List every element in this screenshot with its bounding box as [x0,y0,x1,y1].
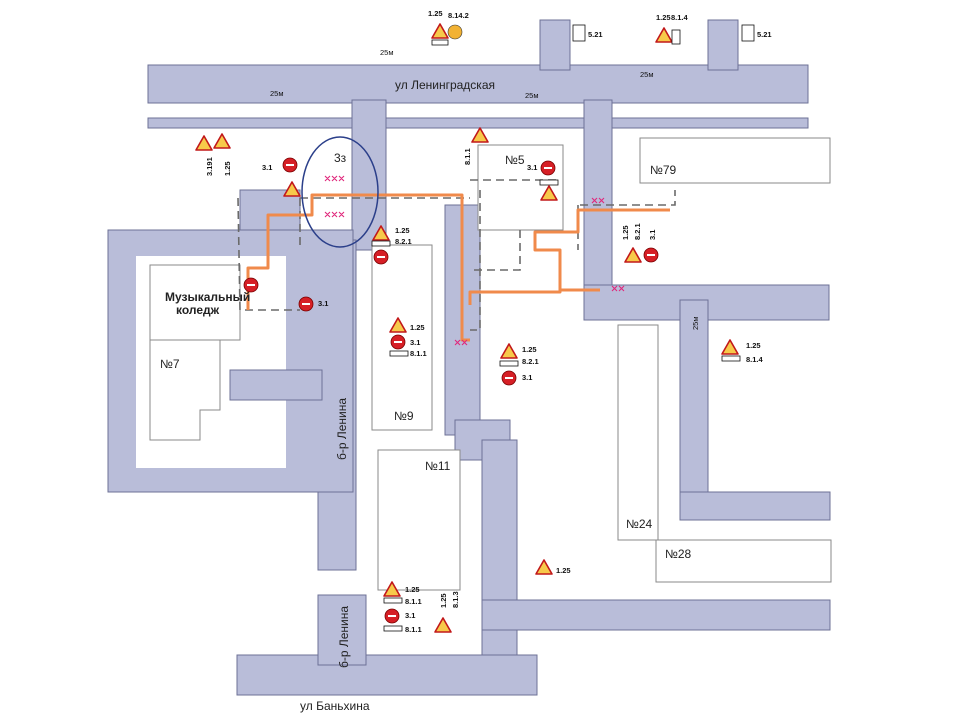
building-24 [617,324,659,541]
building-music-college [149,264,241,341]
building-label-7: №7 [160,357,180,371]
lenina-south-road [317,594,367,666]
sign-label-roadworks-topright: 1.25 [656,13,671,22]
sign-label-811-bl2: 8.1.1 [405,625,422,634]
sign-group-east-79: 1.25 8.2.1 3.1 [621,223,659,263]
east-lower-road [679,491,831,521]
north-stub-right [707,19,739,71]
service-lane [147,117,809,129]
sign-label-31-b5: 3.1 [527,163,537,172]
street-label-leningradskaya: ул Ленинградская [395,78,495,92]
building-label-24: №24 [626,517,653,531]
building-label-79: №79 [650,163,677,177]
sign-group-route-right: 1.25 8.2.1 3.1 [499,343,539,386]
sign-label-31-lenina: 3.1 [318,299,328,308]
sign-label-31-route: 3.1 [522,373,532,382]
north-stub-left [539,19,571,71]
sign-group-above-b5: 8.1.1 [463,127,489,165]
sign-label-821-east: 8.2.1 [633,223,642,240]
sign-label-813: 8.1.3 [451,591,460,608]
works-crossing-marks [324,175,625,346]
building-label-28: №28 [665,547,692,561]
distance-label-vertical: 25м [691,317,700,331]
sign-label-521-top: 5.21 [588,30,603,39]
sign-group-top-center: 1.25 8.14.2 [428,9,469,46]
building-label-college-2: коледж [176,303,220,317]
sign-group-5-21: 5.21 [572,24,603,42]
south-connector [481,599,831,631]
distance-label-mid-left: 25м [270,89,284,98]
sign-label-31-bl: 3.1 [405,611,415,620]
sign-label-8142: 8.14.2 [448,11,469,20]
building-79 [639,137,831,184]
sign-label-roadworks-r814: 1.25 [746,341,761,350]
sign-group-b9-mid: 1.25 3.1 8.1.1 [389,317,427,358]
sign-label-821-b9: 8.2.1 [395,237,412,246]
sign-label-821-route: 8.2.1 [522,357,539,366]
building-28 [655,539,832,583]
sign-label-roadworks-south: 1.25 [556,566,571,575]
building-label-11: №11 [425,459,451,473]
sign-group-b9-top: 1.25 8.2.1 [371,225,412,265]
sign-label-31-college: 3.1 [262,163,272,172]
sign-group-college-left [243,277,259,293]
works-route [246,193,670,342]
sign-label-roadworks-east: 1.25 [621,225,630,240]
distance-label-top-right: 25м [640,70,654,79]
sign-label-811-bl: 8.1.1 [405,597,422,606]
buildings [149,137,832,591]
sign-group-south-connector: 1.25 [535,559,571,575]
central-road-north [351,99,387,251]
annotation-circle-label: 3з [334,151,347,165]
sign-label-811-top: 8.1.1 [463,148,472,165]
sign-label-811-b9mid: 8.1.1 [410,349,427,358]
sign-group-right-814: 1.25 8.1.4 [721,339,764,364]
street-label-lenina-bottom: б-р Ленина [337,606,351,668]
sign-group-college-entry: 3.1 [262,157,301,197]
sign-label-814-r: 8.1.4 [746,355,764,364]
sign-label-roadworks-b9mid: 1.25 [410,323,425,332]
east-road-north [583,99,613,301]
distance-label-mid-right: 25м [525,91,539,100]
sign-label-814-topright: 8.1.4 [671,13,689,22]
building-7 [149,339,221,441]
sign-label-roadworks-top: 1.25 [428,9,443,18]
distance-label-top-left: 25м [380,48,394,57]
sign-label-3191: 3.191 [205,157,214,176]
sign-label-521-right: 5.21 [757,30,772,39]
sign-group-5-21-right: 5.21 [741,24,772,42]
sign-group-left-upper: 3.191 1.25 [195,133,232,176]
street-banykina-road [236,654,538,696]
sign-label-roadworks-left: 1.25 [223,161,232,176]
sign-group-bottom-813: 1.25 8.1.3 [434,591,460,633]
annotation-circle: 3з [301,136,379,248]
building-11 [377,449,461,591]
sign-label-roadworks-bl: 1.25 [405,585,420,594]
sign-label-roadworks-b813: 1.25 [439,593,448,608]
sign-label-31-east: 3.1 [648,230,657,240]
sign-group-lenina-31: 3.1 [298,296,328,312]
building-label-college-1: Музыкальный [165,290,250,304]
sign-group-b5: 3.1 [527,160,559,201]
east-vertical-road [679,299,709,521]
street-leningradskaya-road [147,64,809,104]
sign-label-31-b9mid: 3.1 [410,338,420,347]
street-label-lenina-mid: б-р Ленина [335,398,349,460]
sign-label-roadworks-b9: 1.25 [395,226,410,235]
street-label-banykina: ул Баньхина [300,699,370,713]
sign-group-top-right: 1.25 8.1.4 [655,13,689,45]
sign-group-bottom-lenina: 1.25 8.1.1 3.1 8.1.1 [383,581,422,634]
building-label-9: №9 [394,409,414,423]
sign-label-roadworks-route: 1.25 [522,345,537,354]
building-label-5: №5 [505,153,525,167]
